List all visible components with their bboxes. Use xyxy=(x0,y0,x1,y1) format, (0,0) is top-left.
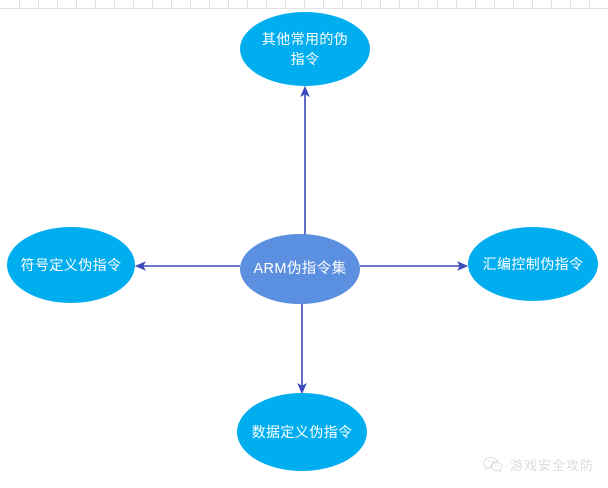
grid-tick xyxy=(19,0,20,9)
grid-tick xyxy=(342,0,343,9)
grid-tick xyxy=(266,0,267,9)
node-data-definition-pseudo-instructions[interactable] xyxy=(237,393,367,471)
connector-group xyxy=(134,85,469,395)
grid-tick xyxy=(114,0,115,9)
watermark-text: 游戏安全攻防 xyxy=(509,458,594,473)
grid-tick xyxy=(570,0,571,9)
grid-tick xyxy=(532,0,533,9)
grid-tick xyxy=(171,0,172,9)
top-grid-strip xyxy=(0,0,608,9)
grid-tick xyxy=(247,0,248,9)
node-symbol-definition-pseudo-instructions[interactable] xyxy=(7,227,135,303)
grid-tick xyxy=(304,0,305,9)
grid-tick xyxy=(494,0,495,9)
grid-tick xyxy=(437,0,438,9)
grid-tick xyxy=(76,0,77,9)
grid-tick xyxy=(95,0,96,9)
grid-tick xyxy=(38,0,39,9)
grid-tick xyxy=(589,0,590,9)
watermark: 游戏安全攻防 xyxy=(483,455,594,474)
grid-tick xyxy=(133,0,134,9)
grid-tick xyxy=(228,0,229,9)
grid-tick xyxy=(190,0,191,9)
grid-tick xyxy=(456,0,457,9)
grid-tick xyxy=(513,0,514,9)
grid-tick xyxy=(475,0,476,9)
node-assembly-control-pseudo-instructions[interactable] xyxy=(468,227,598,301)
grid-tick xyxy=(551,0,552,9)
grid-tick xyxy=(380,0,381,9)
grid-tick xyxy=(323,0,324,9)
grid-tick xyxy=(418,0,419,9)
grid-tick xyxy=(285,0,286,9)
grid-tick xyxy=(152,0,153,9)
node-other-common-pseudo-instructions[interactable] xyxy=(240,12,370,86)
node-arm-pseudo-instruction-set[interactable] xyxy=(240,234,360,304)
wechat-icon xyxy=(483,456,503,472)
grid-tick xyxy=(57,0,58,9)
grid-tick xyxy=(361,0,362,9)
node-group xyxy=(7,12,598,471)
grid-tick xyxy=(399,0,400,9)
grid-tick xyxy=(209,0,210,9)
